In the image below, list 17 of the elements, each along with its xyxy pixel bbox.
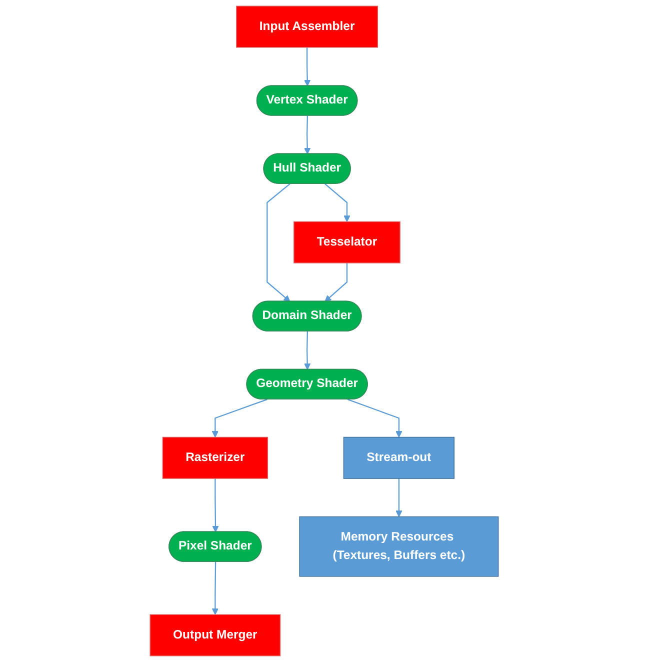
node-box: Rasterizer [162, 436, 268, 479]
arrow [304, 116, 310, 154]
arrow [212, 478, 219, 532]
arrow [347, 398, 402, 438]
arrow [212, 562, 218, 615]
arrow [304, 47, 310, 86]
arrow [324, 262, 348, 302]
arrow [395, 478, 402, 518]
node-box: Memory Resources (Textures, Buffers etc.) [298, 516, 498, 577]
arrow [304, 331, 310, 370]
node-box: Stream-out [343, 436, 454, 479]
node-box: Output Merger [150, 614, 280, 656]
node-box: Input Assembler [236, 6, 378, 48]
arrow [212, 398, 268, 438]
arrow [324, 183, 350, 222]
arrow [266, 183, 290, 302]
node-box: Tesselator [293, 221, 400, 264]
